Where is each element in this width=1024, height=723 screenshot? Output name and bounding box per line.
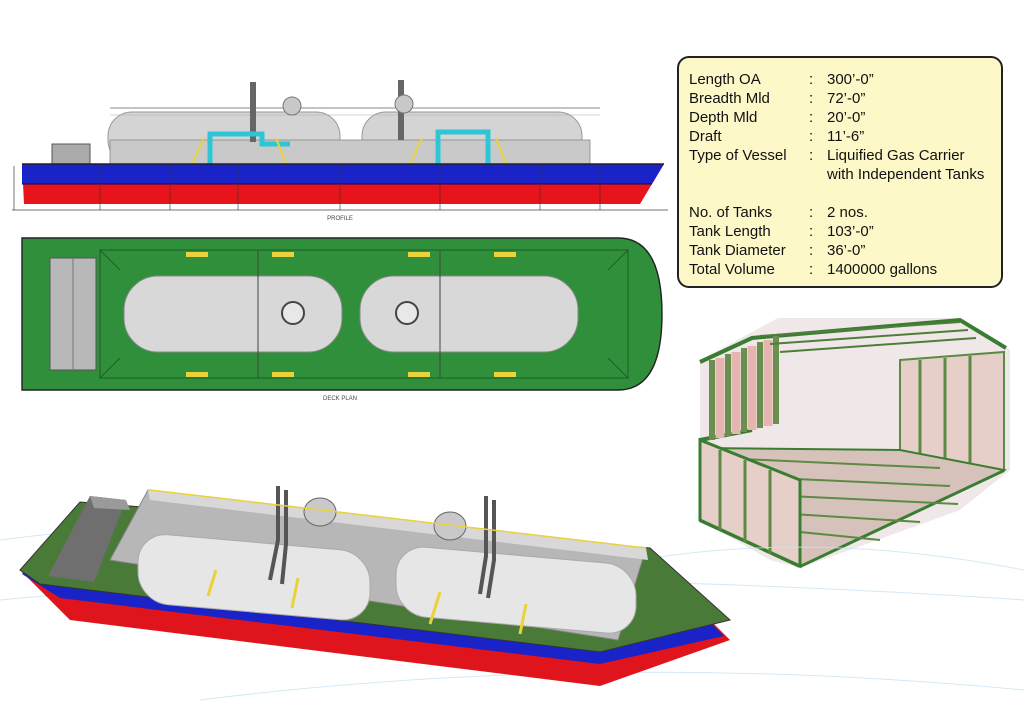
spec-value: 2 nos. (827, 204, 868, 221)
spec-row-length-oa: Length OA : 300’-0” (689, 70, 1001, 89)
spec-label: Length OA (689, 71, 761, 88)
spec-value-line-2: with Independent Tanks (827, 166, 985, 183)
spec-value-line-1: Liquified Gas Carrier (827, 147, 965, 164)
spec-gap (689, 184, 1001, 203)
spec-value: 72’-0” (827, 90, 866, 107)
spec-value: Liquified Gas Carrier with Independent T… (827, 146, 1001, 184)
spec-label: Breadth Mld (689, 90, 770, 107)
profile-caption: PROFILE (327, 216, 353, 222)
profile-view: PROFILE (12, 80, 668, 222)
spec-separator: : (809, 204, 814, 221)
spec-row-draft: Draft : 11’-6” (689, 127, 1001, 146)
spec-row-tank-count: No. of Tanks : 2 nos. (689, 203, 1001, 222)
plan-view: DECK PLAN (21, 237, 663, 402)
spec-value: 300’-0” (827, 71, 874, 88)
spec-label: Depth Mld (689, 109, 758, 126)
specifications-panel: Length OA : 300’-0” Breadth Mld : 72’-0”… (677, 56, 1003, 288)
spec-label: Draft (689, 128, 722, 145)
spec-row-tank-length: Tank Length : 103’-0” (689, 222, 1001, 241)
spec-row-total-volume: Total Volume : 1400000 gallons (689, 260, 1001, 279)
spec-separator: : (809, 109, 814, 126)
spec-row-tank-diameter: Tank Diameter : 36’-0” (689, 241, 1001, 260)
spec-value: 11’-6” (827, 128, 865, 145)
spec-row-vessel-type: Type of Vessel : Liquified Gas Carrier w… (689, 146, 1001, 184)
spec-separator: : (809, 128, 814, 145)
spec-label: Tank Diameter (689, 242, 786, 259)
ship-render-3d (0, 486, 1024, 701)
spec-label: Total Volume (689, 261, 775, 278)
spec-separator: : (809, 261, 814, 278)
spec-label: Type of Vessel (689, 147, 787, 164)
plan-caption: DECK PLAN (323, 396, 357, 402)
spec-value: 20’-0” (827, 109, 866, 126)
spec-separator: : (809, 71, 814, 88)
spec-separator: : (809, 90, 814, 107)
spec-value: 36’-0” (827, 242, 866, 259)
spec-row-depth: Depth Mld : 20’-0” (689, 108, 1001, 127)
spec-label: Tank Length (689, 223, 771, 240)
spec-value: 1400000 gallons (827, 261, 938, 278)
spec-separator: : (809, 242, 814, 259)
spec-label: No. of Tanks (689, 204, 773, 221)
tank-structure-3d (698, 317, 1010, 569)
spec-value: 103’-0” (827, 223, 874, 240)
spec-separator: : (809, 223, 814, 240)
spec-separator: : (809, 147, 814, 164)
spec-row-breadth: Breadth Mld : 72’-0” (689, 89, 1001, 108)
